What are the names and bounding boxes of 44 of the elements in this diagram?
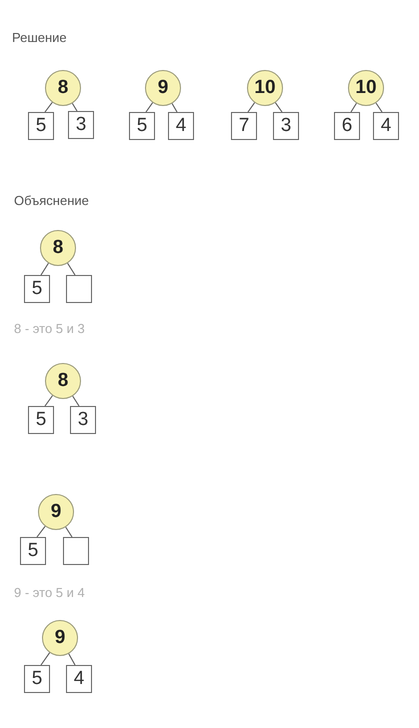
explanation-text: 9 - это 5 и 4	[14, 585, 85, 600]
number-box: 4	[168, 112, 194, 140]
number-circle: 8	[45, 70, 81, 106]
number-box: 5	[28, 112, 54, 140]
connector-line	[67, 262, 76, 276]
number-circle: 9	[145, 70, 181, 106]
explanation-text: 8 - это 5 и 3	[14, 321, 85, 336]
connector-line	[146, 102, 154, 112]
number-box	[66, 275, 92, 303]
number-box: 7	[231, 112, 257, 140]
number-box: 3	[68, 111, 94, 139]
connector-line	[248, 102, 256, 112]
number-box: 5	[28, 406, 54, 434]
connector-line	[65, 526, 72, 538]
connector-line	[36, 526, 46, 538]
number-circle: 9	[38, 494, 74, 530]
number-box: 3	[273, 112, 299, 140]
connector-line	[40, 652, 50, 666]
connector-line	[40, 262, 49, 276]
number-circle: 10	[247, 70, 283, 106]
number-box: 3	[70, 406, 96, 434]
number-box	[63, 537, 89, 565]
number-box: 4	[373, 112, 399, 140]
number-circle: 10	[348, 70, 384, 106]
connector-line	[72, 396, 80, 406]
section-heading: Решение	[12, 30, 67, 45]
connector-line	[72, 102, 78, 112]
number-circle: 8	[40, 230, 76, 266]
connector-line	[68, 653, 76, 666]
connector-line	[44, 395, 53, 406]
number-box: 4	[66, 665, 92, 693]
connector-line	[44, 102, 53, 112]
number-box: 6	[334, 112, 360, 140]
connector-line	[375, 102, 382, 112]
number-box: 5	[129, 112, 155, 140]
number-circle: 8	[45, 363, 81, 399]
connector-line	[172, 103, 178, 112]
number-box: 5	[24, 665, 50, 693]
number-box: 5	[24, 275, 50, 303]
connector-line	[274, 102, 282, 112]
section-heading: Объяснение	[14, 193, 89, 208]
number-circle: 9	[42, 620, 78, 656]
connector-line	[350, 102, 357, 112]
number-box: 5	[20, 537, 46, 565]
